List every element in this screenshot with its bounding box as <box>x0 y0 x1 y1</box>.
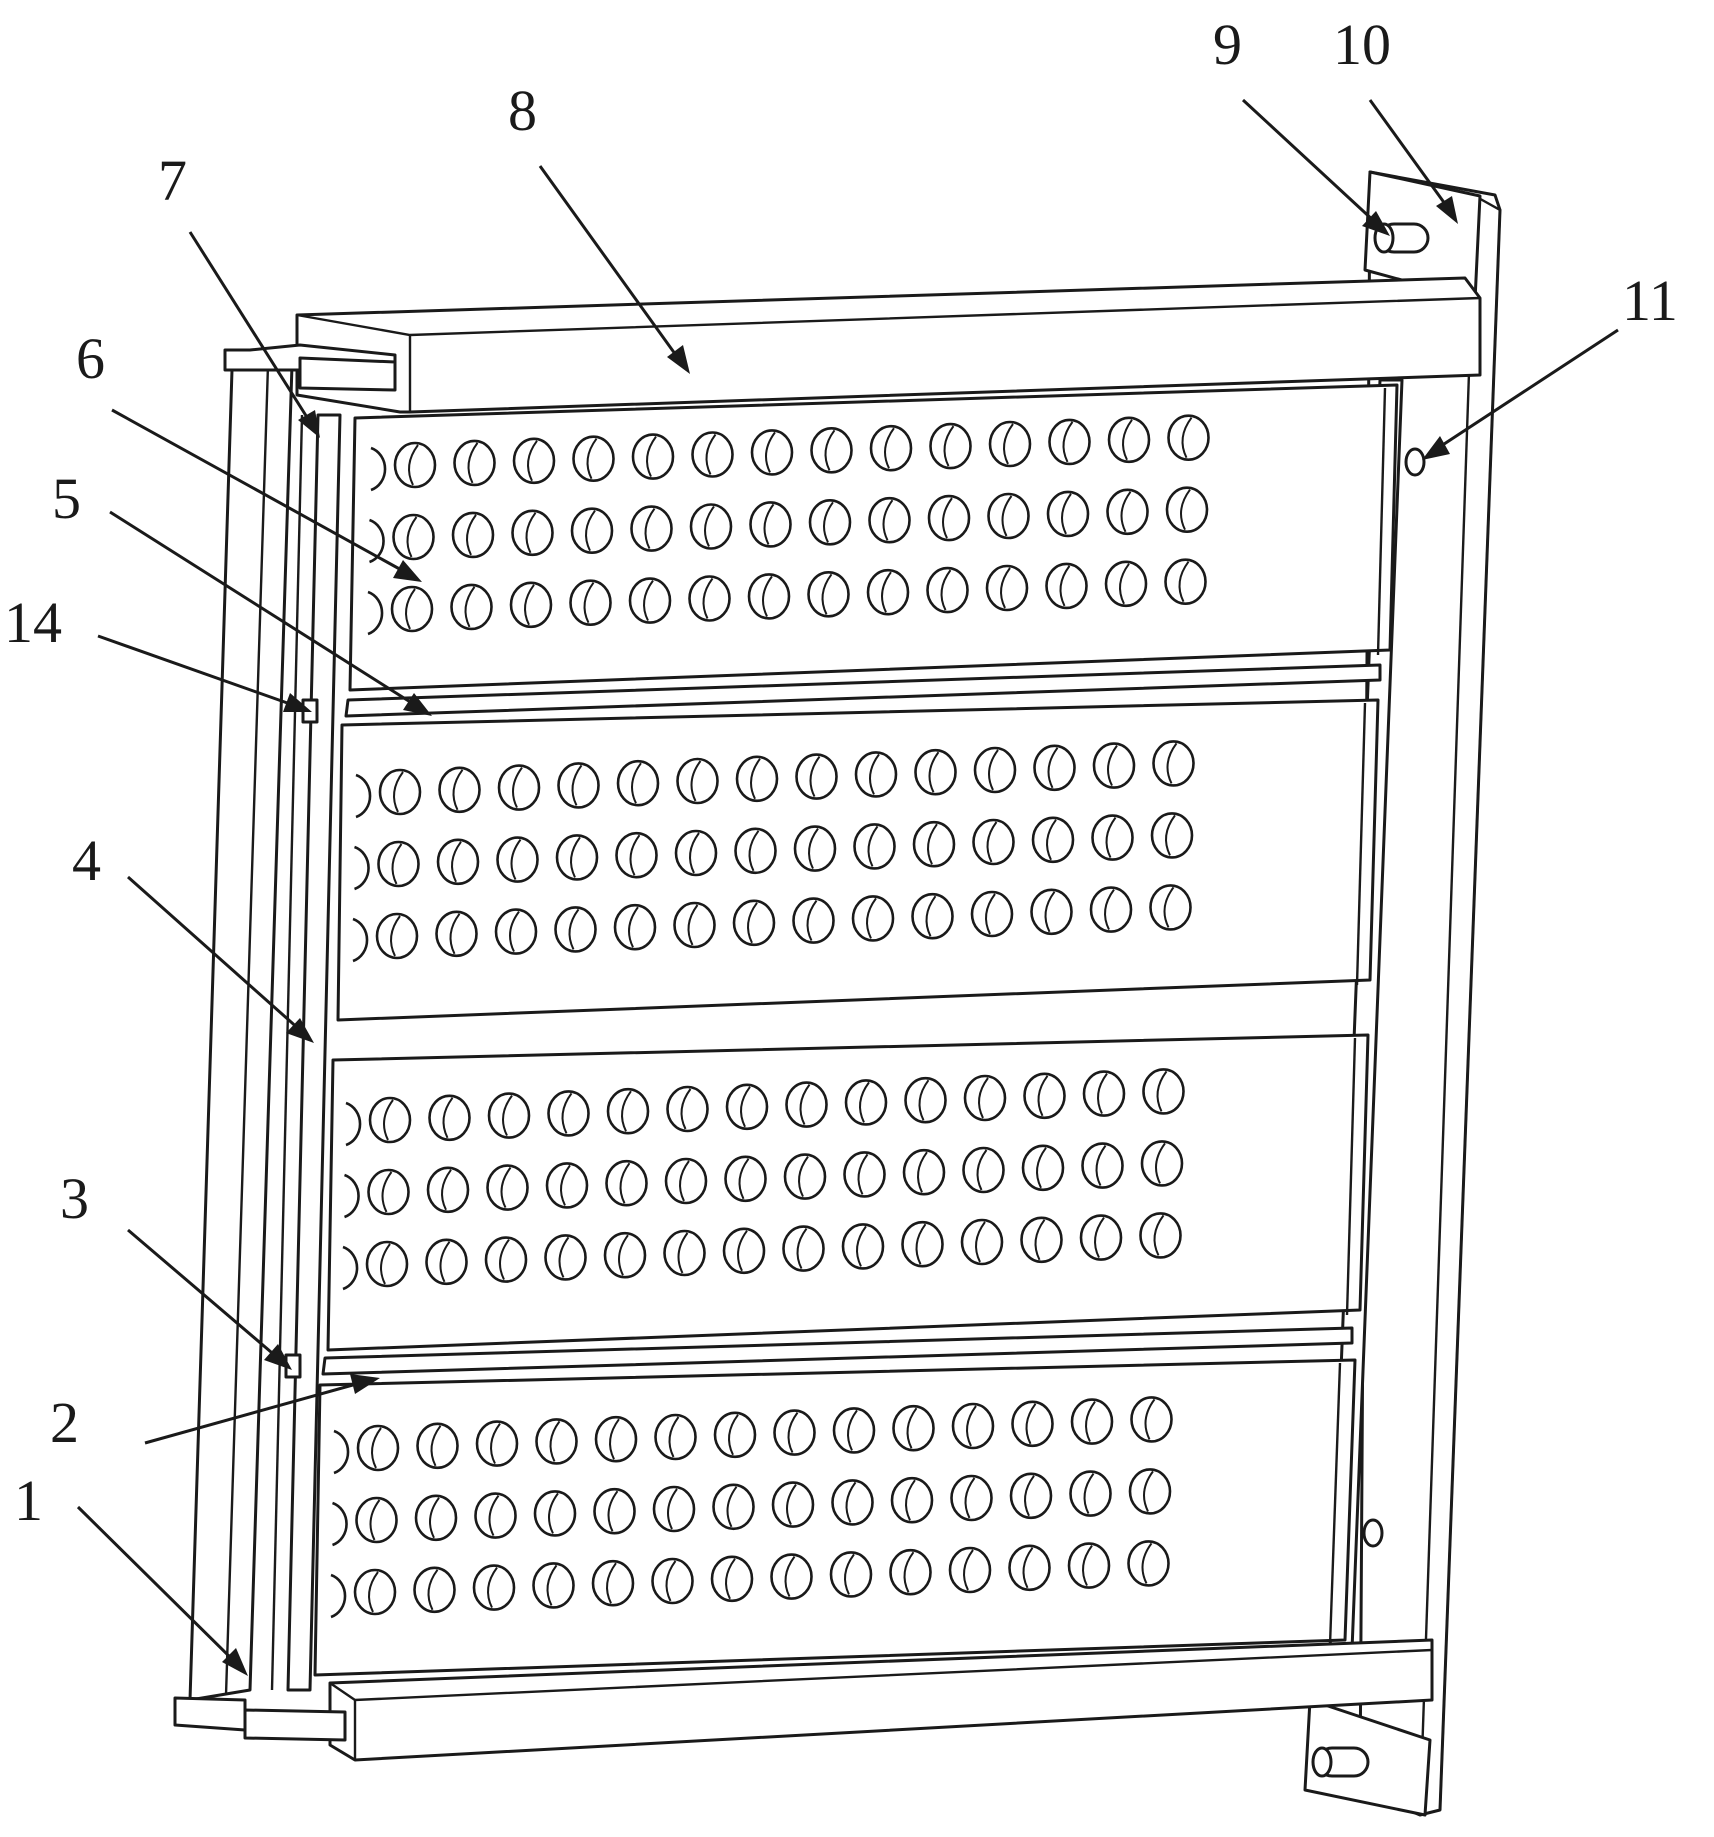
callout-8: 8 <box>508 78 537 143</box>
callout-10: 10 <box>1333 12 1391 77</box>
callout-3: 3 <box>60 1166 89 1231</box>
callout-14: 14 <box>4 590 62 655</box>
callout-2: 2 <box>50 1390 79 1455</box>
mesh-panel-4 <box>315 1360 1355 1675</box>
callout-7: 7 <box>158 148 187 213</box>
mesh-panel-1 <box>350 385 1397 690</box>
callout-6: 6 <box>76 326 105 391</box>
callout-4: 4 <box>72 828 101 893</box>
callout-11: 11 <box>1622 268 1678 333</box>
callout-9: 9 <box>1213 12 1242 77</box>
side-knob-11 <box>1406 449 1424 475</box>
callout-5: 5 <box>52 466 81 531</box>
mesh-panel-3 <box>328 1035 1368 1350</box>
side-knob-lower <box>1364 1520 1382 1546</box>
mounting-pin-bottom <box>1313 1748 1368 1776</box>
callout-1: 1 <box>14 1468 43 1533</box>
mesh-panel-2 <box>338 700 1378 1020</box>
